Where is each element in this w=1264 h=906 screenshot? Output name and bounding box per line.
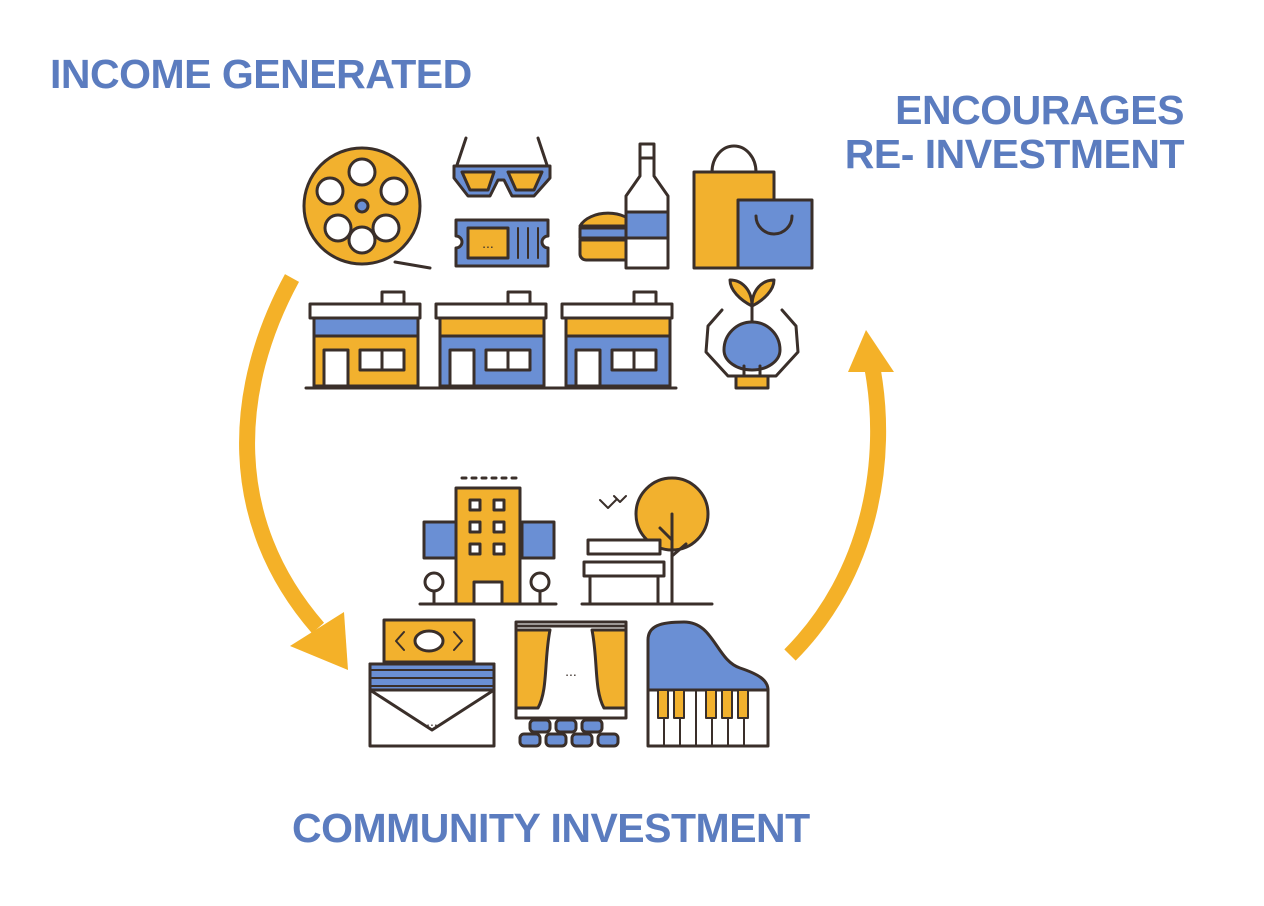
encourages-line-2: RE- INVESTMENT [844, 131, 1185, 178]
ticket-dots: ... [482, 235, 494, 251]
hands-growth-icon [704, 278, 800, 390]
piano-icon [646, 620, 770, 748]
shopping-bags-icon [692, 144, 814, 270]
envelope-dots: ... [426, 713, 438, 729]
encourages-reinvestment-label: ENCOURAGES RE- INVESTMENT [844, 87, 1185, 178]
bottle-icon [624, 142, 670, 270]
income-generated-label: INCOME GENERATED [50, 51, 472, 97]
park-bench-tree-icon [580, 476, 714, 606]
encourages-line-1: ENCOURAGES [895, 87, 1184, 133]
3d-glasses-icon [452, 136, 552, 198]
storefront-icon [560, 290, 674, 388]
film-reel-icon [302, 146, 432, 270]
storefront-icon [434, 290, 548, 388]
money-envelope-icon: ... [368, 618, 496, 748]
theater-stage-icon: ... [514, 620, 628, 748]
ticket-icon: ... [454, 218, 550, 268]
storefront-icon [308, 290, 422, 388]
stage-dots: ... [565, 663, 577, 679]
right-cycle-arrow [784, 330, 894, 661]
left-cycle-arrow [239, 274, 348, 670]
burger-icon [578, 211, 638, 262]
community-investment-label: COMMUNITY INVESTMENT [292, 805, 810, 851]
office-building-icon [418, 476, 558, 606]
